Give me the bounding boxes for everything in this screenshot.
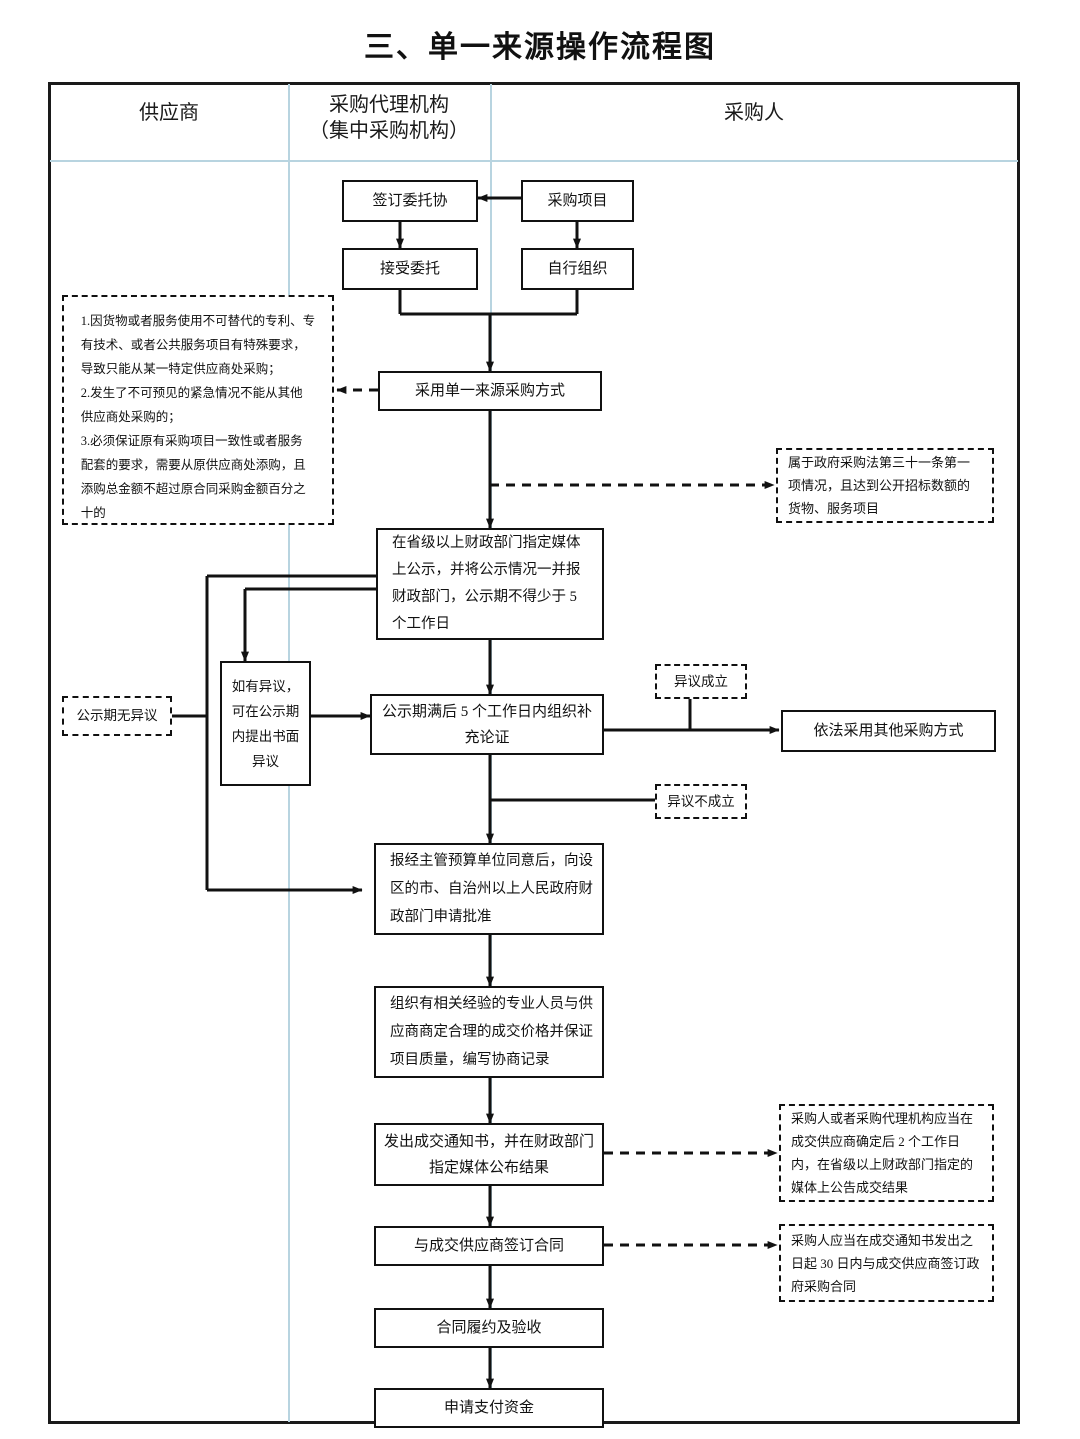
condition-line-2: 有技术、或者公共服务项目有特殊要求， (80, 338, 306, 352)
node-purchase-project[interactable]: 采购项目 (521, 180, 634, 222)
condition-line-4: 2.发生了不可预见的紧急情况不能从其他 (80, 386, 303, 400)
node-issue-notice[interactable]: 发出成交通知书，并在财政部门指定媒体公布结果 (374, 1123, 604, 1186)
node-negotiate-price[interactable]: 组织有相关经验的专业人员与供应商商定合理的成交价格并保证项目质量，编写协商记录 (374, 986, 604, 1078)
node-request-payment[interactable]: 申请支付资金 (374, 1388, 604, 1428)
lane-header-agency-line1: 采购代理机构 (329, 94, 449, 116)
lane-header-supplier: 供应商 (139, 102, 199, 124)
node-supplementary-argument[interactable]: 公示期满后 5 个工作日内组织补充论证 (370, 694, 604, 755)
lane-header-rule (50, 160, 1018, 162)
note-single-source-conditions: 1.因货物或者服务使用不可替代的专利、专 有技术、或者公共服务项目有特殊要求， … (62, 295, 334, 525)
note-objection-valid: 异议成立 (655, 664, 747, 699)
condition-line-3: 导致只能从某一特定供应商处采购； (80, 362, 281, 376)
lane-header-agency-line2: （集中采购机构） (309, 120, 469, 142)
condition-line-1: 1.因货物或者服务使用不可替代的专利、专 (80, 314, 316, 328)
note-law-article-31: 属于政府采购法第三十一条第一项情况，且达到公开招标数额的货物、服务项目 (776, 448, 994, 523)
lane-header-purchaser: 采购人 (724, 102, 784, 124)
node-other-procurement-method[interactable]: 依法采用其他采购方式 (781, 710, 996, 752)
node-sign-contract[interactable]: 与成交供应商签订合同 (374, 1226, 604, 1266)
note-announce-result-rule: 采购人或者采购代理机构应当在成交供应商确定后 2 个工作日内，在省级以上财政部门… (779, 1104, 994, 1202)
node-self-organize[interactable]: 自行组织 (521, 248, 634, 290)
node-sign-entrust[interactable]: 签订委托协 (342, 180, 478, 222)
note-contract-30-days-rule: 采购人应当在成交通知书发出之日起 30 日内与成交供应商签订政府采购合同 (779, 1224, 994, 1302)
condition-line-6: 3.必须保证原有采购项目一致性或者服务 (80, 434, 303, 448)
node-accept-entrust[interactable]: 接受委托 (342, 248, 478, 290)
note-objection-invalid: 异议不成立 (655, 784, 747, 819)
condition-line-8: 添购总金额不超过原合同采购金额百分之 (80, 482, 306, 496)
note-no-objection: 公示期无异议 (62, 696, 172, 736)
lane-header-agency: 采购代理机构 （集中采购机构） (290, 92, 488, 144)
condition-line-5: 供应商处采购的； (80, 410, 181, 424)
condition-line-7: 配套的要求，需要从原供应商处添购，且 (80, 458, 306, 472)
node-publicize[interactable]: 在省级以上财政部门指定媒体上公示，并将公示情况一并报财政部门，公示期不得少于 5… (376, 528, 604, 640)
node-contract-performance[interactable]: 合同履约及验收 (374, 1308, 604, 1348)
node-single-source-method[interactable]: 采用单一来源采购方式 (378, 371, 602, 411)
node-request-approval[interactable]: 报经主管预算单位同意后，向设区的市、自治州以上人民政府财政部门申请批准 (374, 843, 604, 935)
node-raise-objection[interactable]: 如有异议，可在公示期内提出书面异议 (220, 661, 311, 786)
condition-line-9: 十的 (80, 506, 106, 520)
page-title: 三、单一来源操作流程图 (364, 31, 716, 64)
